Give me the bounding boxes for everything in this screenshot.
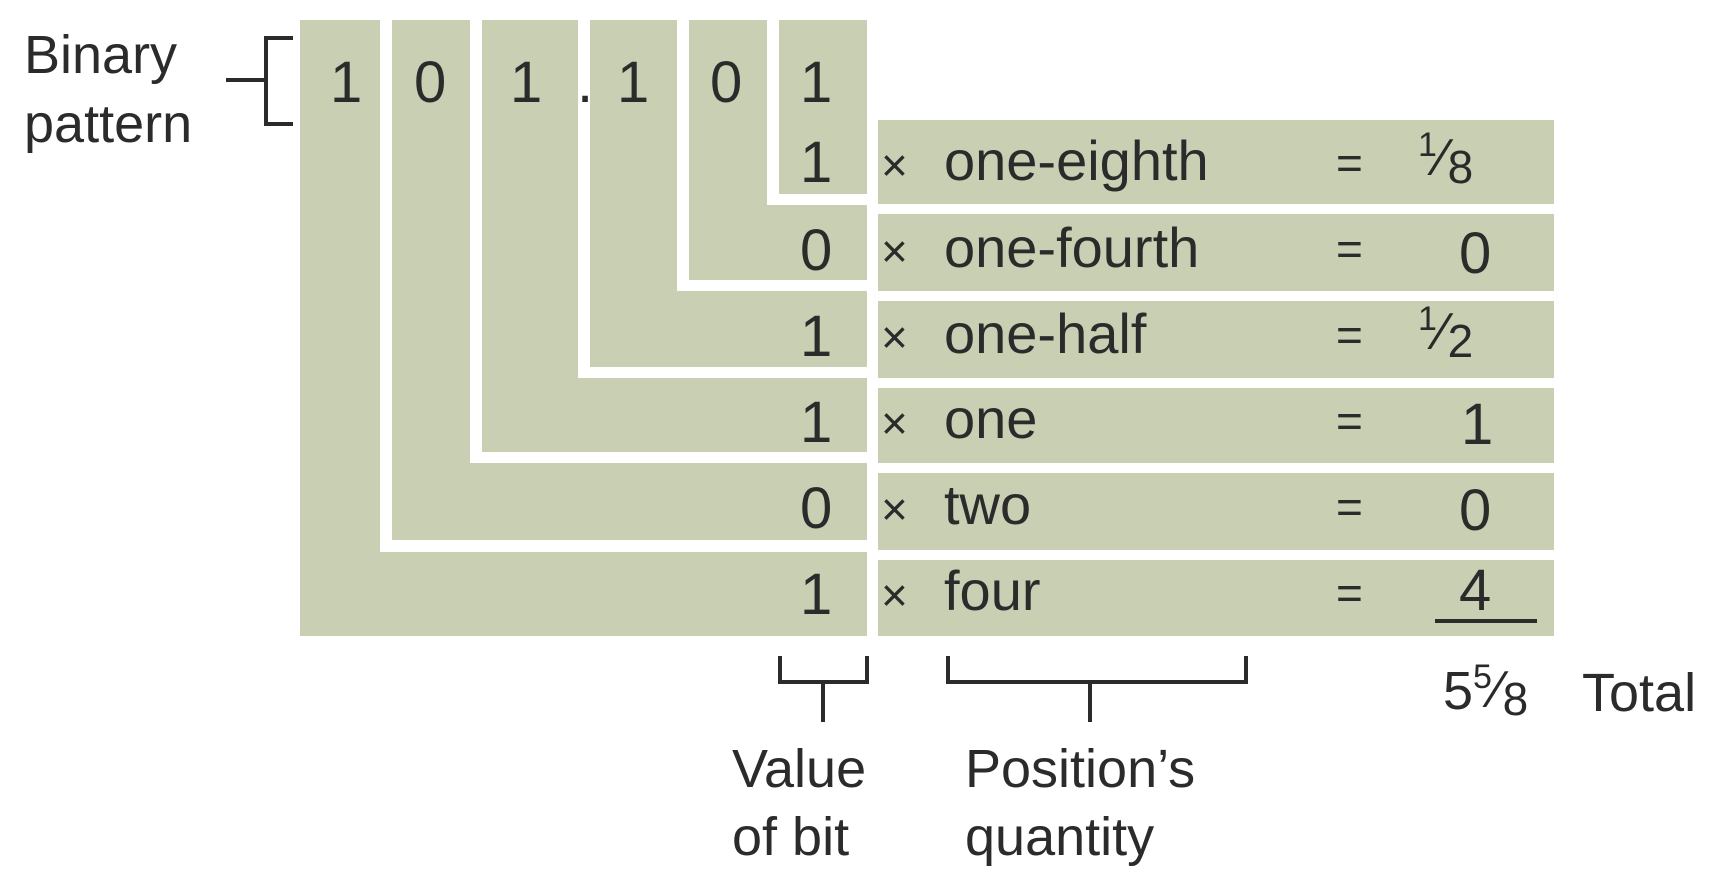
binary-digit-4: 1 bbox=[617, 50, 650, 115]
binary-digit-1: 1 bbox=[330, 50, 363, 115]
row-cell-two bbox=[878, 473, 1554, 550]
binary-pattern-bracket bbox=[226, 36, 293, 126]
row-bit-value: 0 bbox=[800, 218, 833, 283]
row-cell-one-half bbox=[878, 301, 1554, 378]
row-quantity: one bbox=[944, 387, 1038, 450]
total-denominator: 8 bbox=[1502, 673, 1529, 725]
cell-bit-one-eighth bbox=[779, 20, 867, 194]
total-numerator: 5 bbox=[1473, 658, 1492, 696]
equals-sign: = bbox=[1336, 137, 1363, 189]
fraction-slash: ⁄ bbox=[1437, 303, 1447, 361]
fraction-numerator: 1 bbox=[1418, 126, 1437, 164]
binary-pattern-label-line2: pattern bbox=[24, 94, 193, 154]
fraction-slash: ⁄ bbox=[1492, 661, 1502, 719]
times-sign: × bbox=[881, 397, 908, 449]
row-cell-one-eighth bbox=[878, 120, 1554, 204]
quantity-row-cells bbox=[878, 120, 1554, 636]
times-sign: × bbox=[881, 139, 908, 191]
row-cell-one-fourth bbox=[878, 214, 1554, 291]
row-result: 0 bbox=[1459, 478, 1492, 543]
total-whole: 5 bbox=[1443, 661, 1474, 721]
row-result: 0 bbox=[1459, 221, 1492, 286]
equals-sign: = bbox=[1336, 481, 1363, 533]
row-bit-value: 1 bbox=[800, 130, 833, 195]
positions-quantity-label-line2: quantity bbox=[965, 807, 1155, 867]
row-bit-value: 1 bbox=[800, 390, 833, 455]
fraction-denominator: 8 bbox=[1447, 141, 1474, 193]
value-of-bit-label-line1: Value bbox=[732, 739, 867, 799]
fraction-numerator: 1 bbox=[1418, 300, 1437, 338]
row-cell-one bbox=[878, 388, 1554, 463]
equals-sign: = bbox=[1336, 309, 1363, 361]
binary-digit-3: 1 bbox=[510, 50, 543, 115]
times-sign: × bbox=[881, 311, 908, 363]
cell-bit-one bbox=[482, 20, 867, 452]
row-result-fraction: 1⁄2 bbox=[1418, 302, 1473, 364]
row-quantity: one-fourth bbox=[944, 216, 1200, 279]
binary-digit-5: 0 bbox=[710, 50, 743, 115]
row-cell-four bbox=[878, 560, 1554, 636]
row-quantity: two bbox=[944, 473, 1032, 536]
row-quantity: one-half bbox=[944, 302, 1147, 365]
times-sign: × bbox=[881, 225, 908, 277]
total-label: Total bbox=[1582, 663, 1697, 723]
positions-quantity-bracket bbox=[946, 656, 1248, 722]
row-bit-value: 0 bbox=[800, 476, 833, 541]
row-bit-value: 1 bbox=[800, 304, 833, 369]
cell-bit-one-fourth bbox=[689, 20, 867, 280]
row-result: 4 bbox=[1459, 558, 1492, 623]
cell-bit-four bbox=[300, 20, 867, 636]
row-quantity: four bbox=[944, 559, 1041, 622]
row-quantity: one-eighth bbox=[944, 129, 1209, 192]
row-result-fraction: 1⁄8 bbox=[1418, 128, 1473, 190]
positions-quantity-label-line1: Position’s bbox=[965, 739, 1196, 799]
equals-sign: = bbox=[1336, 395, 1363, 447]
row-result: 1 bbox=[1461, 392, 1494, 457]
binary-digit-2: 0 bbox=[414, 50, 447, 115]
cell-bit-two bbox=[392, 20, 867, 540]
fraction-slash: ⁄ bbox=[1437, 129, 1447, 187]
row-bit-value: 1 bbox=[800, 562, 833, 627]
equals-sign: = bbox=[1336, 567, 1363, 619]
times-sign: × bbox=[881, 483, 908, 535]
bit-column-cells bbox=[300, 20, 867, 636]
value-of-bit-bracket bbox=[778, 656, 869, 722]
equals-sign: = bbox=[1336, 223, 1363, 275]
binary-pattern-label-line1: Binary bbox=[24, 25, 178, 85]
annotation-lines bbox=[226, 36, 1537, 722]
cell-bit-one-half bbox=[590, 20, 867, 367]
radix-point: . bbox=[577, 50, 594, 115]
binary-digit-6: 1 bbox=[800, 50, 833, 115]
value-of-bit-label-line2: of bit bbox=[732, 807, 850, 867]
fraction-denominator: 2 bbox=[1447, 315, 1474, 367]
times-sign: × bbox=[881, 569, 908, 621]
